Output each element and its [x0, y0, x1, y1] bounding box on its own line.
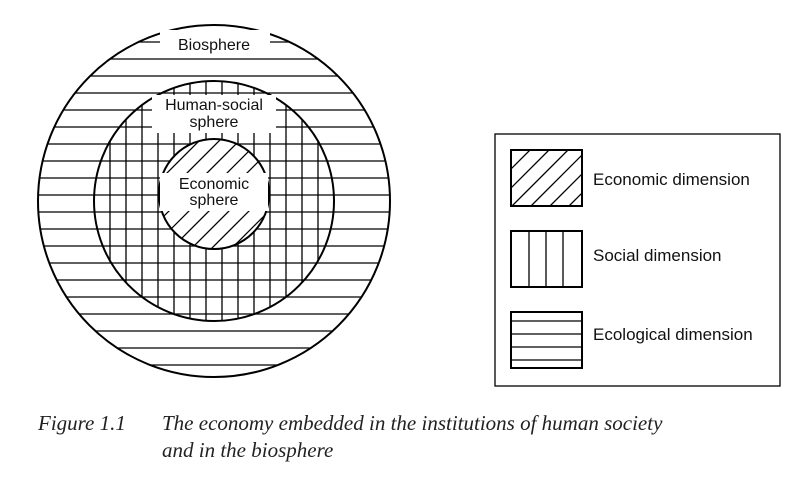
economic-label-line1: Economic	[179, 176, 249, 193]
legend-swatch-horizontal-hatch	[511, 320, 582, 361]
legend-swatch-vertical-hatch	[528, 231, 564, 287]
figure-number: Figure 1.1	[38, 411, 126, 435]
legend: Economic dimension Social dimension Ecol…	[494, 133, 781, 387]
figure-caption-line1: The economy embedded in the institutions…	[162, 411, 663, 435]
legend-swatch-ecological	[510, 311, 583, 369]
nested-spheres-diagram: Biosphere Human-social sphere Economic s…	[37, 24, 781, 387]
figure-caption-text: The economy embedded in the institutions…	[162, 410, 792, 464]
human-social-sphere-circle	[93, 80, 335, 322]
legend-swatch-diagonal-hatch	[511, 150, 582, 206]
figure-caption-line2: and in the biosphere	[162, 438, 334, 462]
human-social-label-line1: Human-social	[165, 97, 263, 114]
legend-label-social: Social dimension	[593, 246, 722, 265]
human-social-label-bg	[152, 95, 276, 133]
economic-label-bg	[160, 173, 268, 211]
legend-swatch-social	[510, 230, 583, 288]
economic-label-line2: sphere	[190, 192, 239, 209]
legend-label-economic: Economic dimension	[593, 170, 750, 189]
legend-label-ecological: Ecological dimension	[593, 325, 753, 344]
biosphere-label: Biosphere	[178, 37, 250, 54]
economic-sphere-circle	[158, 138, 270, 250]
human-social-label-line2: sphere	[190, 114, 239, 131]
biosphere-circle	[37, 24, 391, 378]
legend-swatch-economic	[510, 149, 583, 207]
biosphere-label-bg	[160, 30, 270, 58]
